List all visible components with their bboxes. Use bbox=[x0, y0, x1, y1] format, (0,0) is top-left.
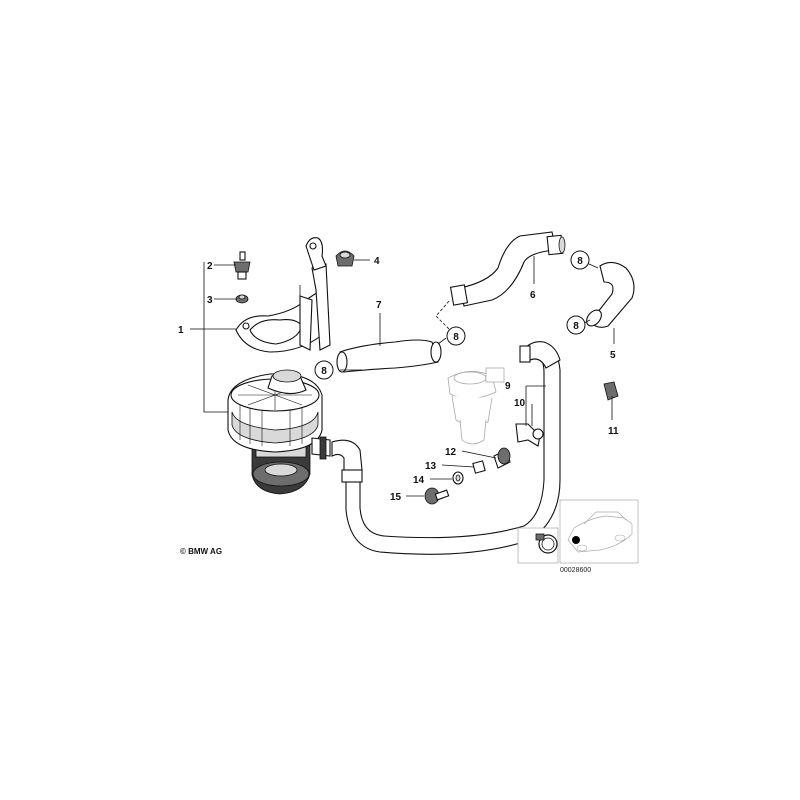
callout-12: 12 bbox=[445, 447, 457, 458]
hose-9 bbox=[331, 341, 561, 555]
callout-4: 4 bbox=[374, 256, 380, 267]
hose-bracket bbox=[515, 423, 544, 447]
circled-label-hose-top-b: 8 bbox=[566, 315, 586, 335]
secondary-air-pump bbox=[227, 369, 331, 495]
nut bbox=[235, 294, 249, 304]
grommet bbox=[335, 250, 355, 267]
callout-10: 10 bbox=[514, 398, 526, 409]
hose-5 bbox=[586, 261, 635, 328]
circled-label-text: 8 bbox=[573, 321, 579, 332]
circled-label-text: 8 bbox=[321, 366, 327, 377]
leader-lines bbox=[190, 256, 615, 497]
circled-label-text: 8 bbox=[453, 332, 459, 343]
callout-15: 15 bbox=[390, 492, 402, 503]
inset-panel: 8 00028600 bbox=[517, 499, 639, 574]
circled-label-hose-top-a: 8 bbox=[570, 250, 590, 270]
car-silhouette bbox=[567, 511, 633, 553]
callout-11: 11 bbox=[608, 426, 619, 437]
hose-6 bbox=[449, 231, 566, 307]
callout-3: 3 bbox=[207, 295, 213, 306]
callout-7: 7 bbox=[376, 300, 382, 311]
copyright-notice: © BMW AG bbox=[180, 547, 222, 556]
sleeve bbox=[472, 460, 486, 474]
callout-9: 9 bbox=[505, 381, 511, 392]
pump-bracket bbox=[235, 237, 331, 353]
callout-1: 1 bbox=[178, 325, 184, 336]
screw bbox=[424, 487, 450, 505]
inset-document-number: 00028600 bbox=[560, 567, 591, 574]
circled-label-text: 8 bbox=[577, 256, 583, 267]
hose-clamp bbox=[535, 533, 558, 554]
hose-7 bbox=[336, 339, 442, 373]
clip bbox=[603, 381, 619, 401]
callout-13: 13 bbox=[425, 461, 437, 472]
circled-label-hose7-end: 8 bbox=[446, 326, 466, 346]
car-location-frame bbox=[559, 499, 639, 564]
callout-6: 6 bbox=[530, 290, 536, 301]
circled-label-hose7-start: 8 bbox=[314, 360, 334, 380]
callout-2: 2 bbox=[207, 261, 213, 272]
fitting bbox=[493, 447, 511, 469]
location-dot-marker bbox=[572, 536, 580, 544]
washer bbox=[452, 471, 464, 485]
rubber-mount bbox=[233, 251, 251, 280]
valve-ghost bbox=[447, 367, 505, 445]
callout-14: 14 bbox=[413, 475, 425, 486]
callout-5: 5 bbox=[610, 350, 616, 361]
